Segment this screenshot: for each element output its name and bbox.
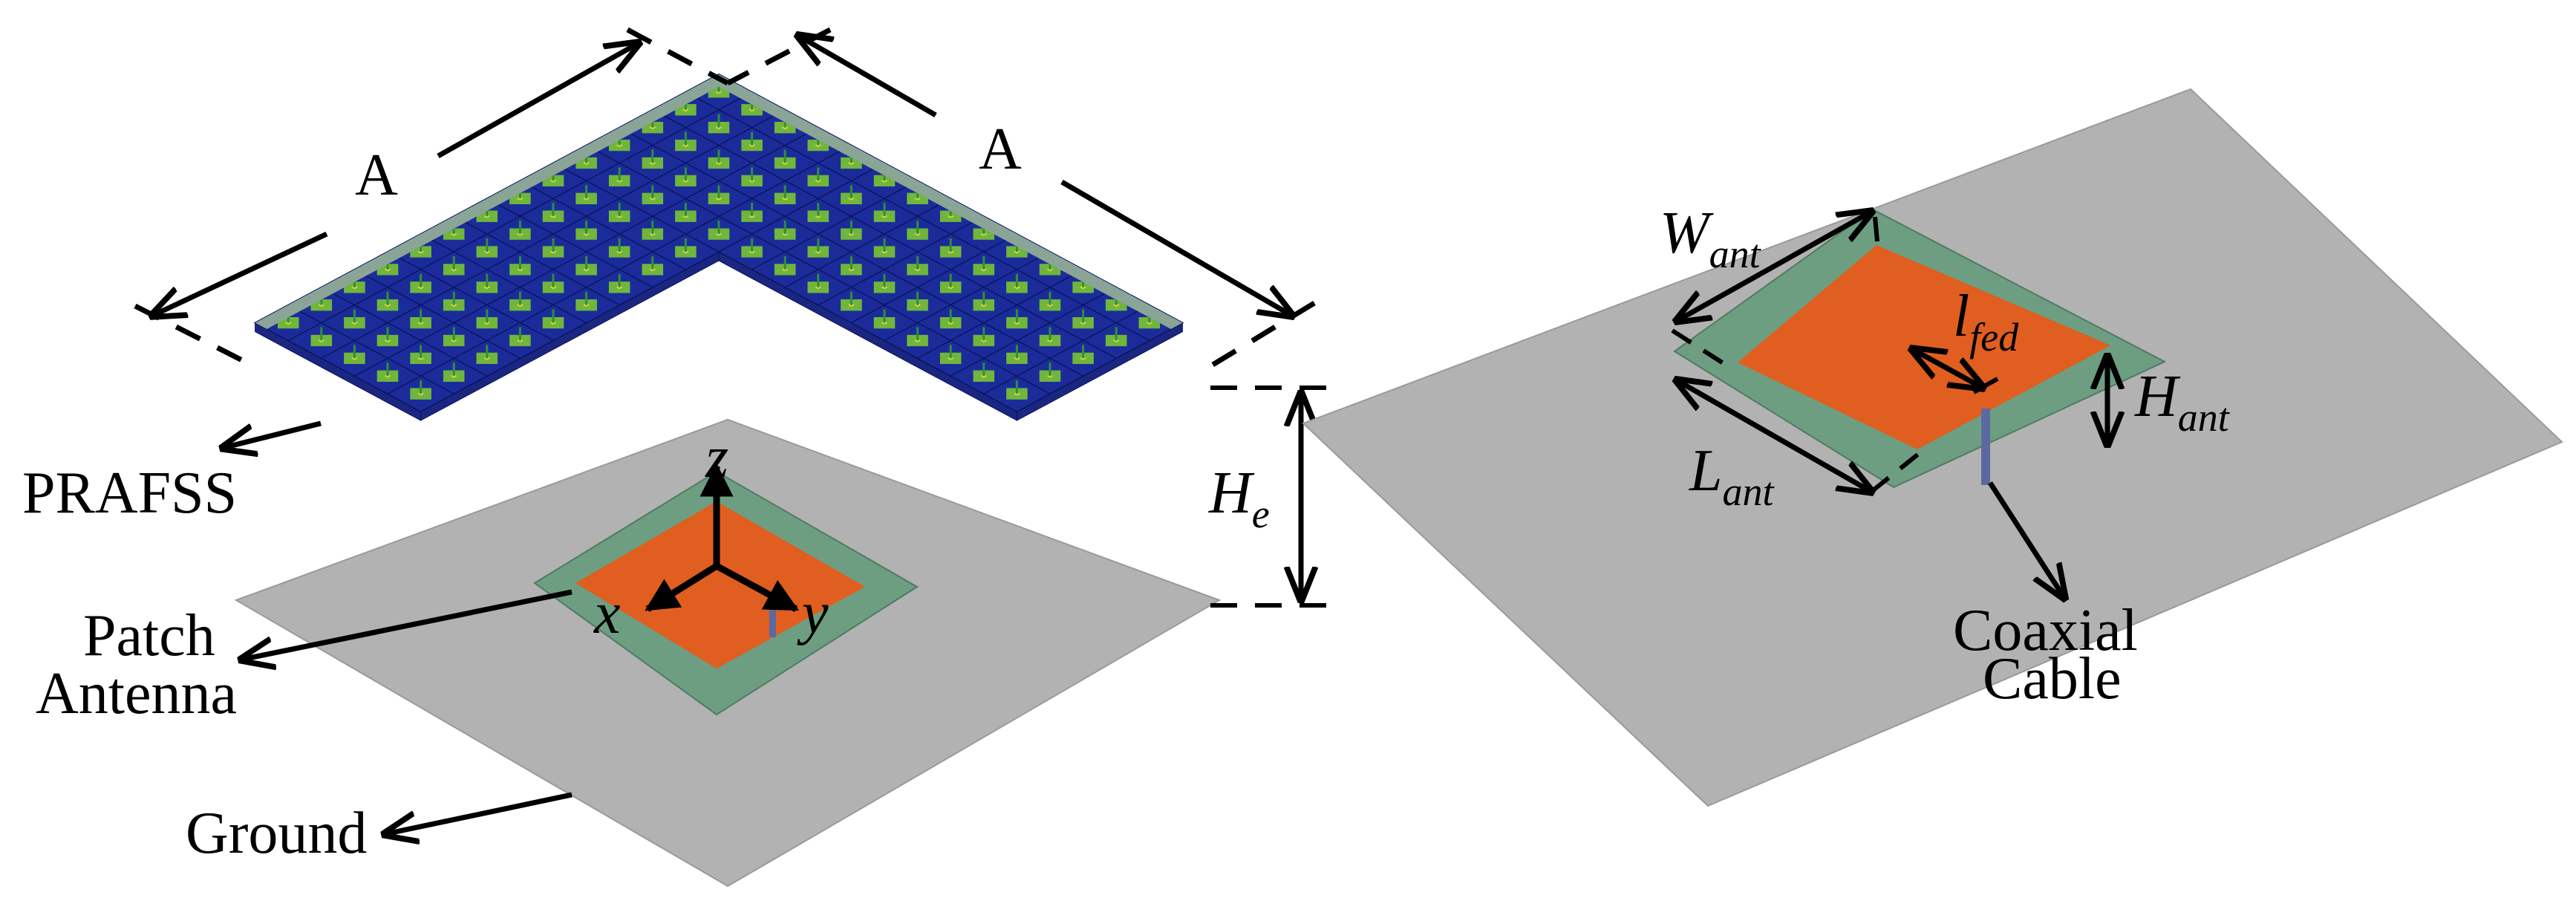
axis-x-label: x xyxy=(593,581,621,646)
w-ant-arrow xyxy=(1677,212,1871,321)
prafss-label: PRAFSS xyxy=(22,461,237,526)
w-ant-ext xyxy=(1671,328,1732,370)
axis-y-label: y xyxy=(797,581,829,646)
fss-pad xyxy=(980,267,988,272)
fss-pad xyxy=(583,267,590,272)
left-feed-probe xyxy=(769,608,776,637)
l-ant-arrow xyxy=(1677,380,1871,492)
fss-pad xyxy=(516,267,524,272)
coax-leader xyxy=(1988,481,2064,598)
fss-pad xyxy=(450,267,457,272)
fss-pad xyxy=(947,357,954,360)
he-label: He xyxy=(1208,461,1270,536)
prafss-leader xyxy=(223,420,322,448)
l-fed-arrow xyxy=(1912,349,1983,388)
right-coax-cable xyxy=(1981,409,1990,485)
dim-a-right-ext2 xyxy=(1209,301,1316,368)
axis-z-label: z xyxy=(705,425,728,490)
right-figure: Want Lant lfed Hant Coaxial Cable xyxy=(1302,88,2563,807)
axis-x-arrow xyxy=(645,563,719,612)
fss-pad xyxy=(781,267,789,272)
fss-pad xyxy=(649,267,656,272)
fss-pad xyxy=(1080,357,1087,360)
fss-pad xyxy=(350,357,358,360)
w-ant-label: Want xyxy=(1660,201,1762,276)
ground-leader xyxy=(385,792,573,834)
l-ant-label: Lant xyxy=(1689,438,1776,514)
dim-a-left-arrow-upper xyxy=(437,43,639,159)
fss-pad xyxy=(914,267,922,272)
fss-pad xyxy=(483,357,491,360)
patch-antenna-label-line2: Antenna xyxy=(36,661,237,726)
patch-antenna-label-line1: Patch xyxy=(83,603,215,668)
l-ant-ext xyxy=(1870,451,1921,494)
dim-a-right-arrow-lower xyxy=(1060,179,1292,316)
dim-a-left-ext2 xyxy=(626,27,729,86)
axis-y-arrow xyxy=(714,563,799,612)
left-patch xyxy=(575,501,865,668)
dim-a-left-label: A xyxy=(355,143,398,208)
w-ant-ext2 xyxy=(1873,216,1879,242)
ground-label: Ground xyxy=(186,801,367,866)
fss-pad xyxy=(384,267,391,272)
left-figure: z x y A A He PRAFSS Patch Antenna Ground xyxy=(22,27,1329,888)
dim-a-right-ext1 xyxy=(726,27,832,86)
dim-a-right-arrow-upper xyxy=(798,36,937,118)
fss-pad xyxy=(847,267,855,272)
coax-label-line2: Cable xyxy=(1983,646,2122,712)
fss-pad xyxy=(417,357,425,360)
dim-a-right-label: A xyxy=(979,117,1022,182)
fss-pad xyxy=(1046,267,1054,272)
fss-pad xyxy=(1013,357,1020,360)
prafss-surface xyxy=(253,73,1184,421)
patch-antenna-leader xyxy=(241,589,573,660)
coax-label-line1: Coaxial xyxy=(1953,598,2138,663)
l-fed-tick xyxy=(1972,377,1999,394)
dim-a-left-arrow-lower xyxy=(152,231,328,316)
h-ant-label: Hant xyxy=(2134,364,2231,440)
l-fed-label: lfed xyxy=(1953,284,2019,359)
